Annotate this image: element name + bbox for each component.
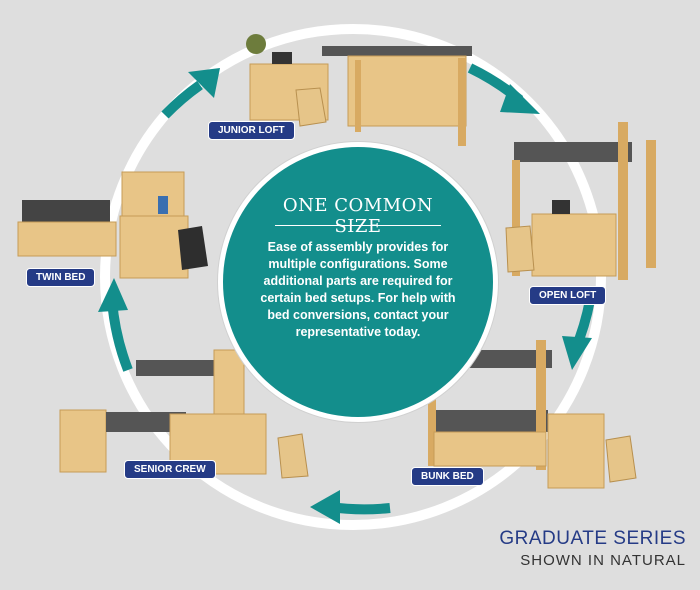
center-description: Ease of assembly provides for multiple c… bbox=[260, 240, 456, 339]
label-senior-crew: SENIOR CREW bbox=[124, 460, 216, 479]
arrow-twin-to-junior bbox=[161, 68, 220, 119]
open-loft-image bbox=[505, 122, 656, 280]
arrow-junior-to-open bbox=[467, 63, 540, 114]
center-circle: ONE COMMON SIZE Ease of assembly provide… bbox=[218, 142, 498, 422]
series-subtitle: SHOWN IN NATURAL bbox=[520, 552, 686, 569]
label-open-loft: OPEN LOFT bbox=[529, 286, 607, 305]
series-title: GRADUATE SERIES bbox=[499, 528, 686, 549]
junior-loft-image bbox=[246, 34, 472, 146]
twin-bed-image bbox=[17, 171, 208, 279]
center-title: ONE COMMON SIZE bbox=[282, 195, 434, 237]
label-junior-loft: JUNIOR LOFT bbox=[208, 121, 295, 140]
arrow-bunk-to-senior bbox=[310, 490, 391, 524]
senior-crew-image bbox=[59, 349, 309, 479]
cycle-ring bbox=[100, 24, 606, 530]
center-divider bbox=[275, 225, 441, 226]
label-twin-bed: TWIN BED bbox=[26, 268, 96, 287]
bunk-bed-image bbox=[428, 340, 637, 489]
arrow-senior-to-twin bbox=[98, 278, 133, 372]
label-bunk-bed: BUNK BED bbox=[411, 467, 484, 486]
